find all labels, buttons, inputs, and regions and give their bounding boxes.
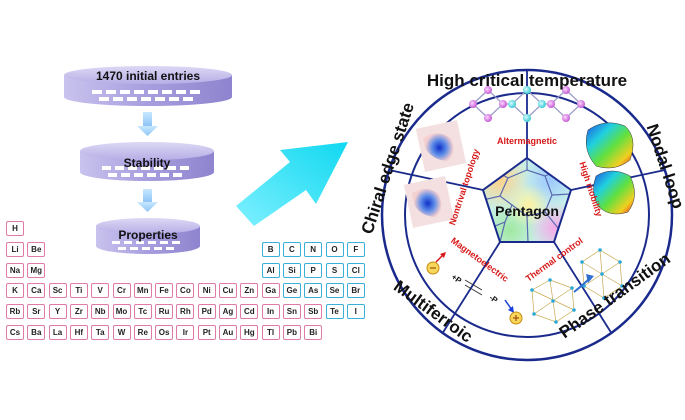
element-cell-cl: Cl [346, 262, 365, 278]
element-cell-y: Y [48, 304, 67, 320]
element-cell-n: N [304, 241, 323, 257]
element-cell-nb: Nb [91, 304, 110, 320]
element-cell-te: Te [325, 304, 344, 320]
element-cell-mo: Mo [112, 304, 131, 320]
element-cell-pd: Pd [197, 304, 216, 320]
element-cell-zr: Zr [69, 304, 88, 320]
element-cell-tc: Tc [133, 304, 152, 320]
funnel-disc-3 [96, 218, 200, 254]
topology-images [403, 120, 467, 228]
element-cell-ru: Ru [155, 304, 174, 320]
element-cell-sn: Sn [282, 304, 301, 320]
funnel-stage1-label: 1470 initial entries [96, 69, 200, 83]
funnel-arrow-shaft-1 [143, 112, 152, 126]
big-arrow [236, 142, 348, 226]
element-cell-ba: Ba [27, 325, 46, 340]
funnel-arrow-head-2 [137, 202, 158, 212]
funnel-disc-1 [64, 66, 232, 106]
element-cell-rh: Rh [176, 304, 195, 320]
funnel-arrow-shaft-2 [143, 189, 152, 202]
funnel-stage2-label: Stability [124, 156, 171, 170]
element-cell-be: Be [27, 241, 46, 257]
element-cell-si: Si [282, 262, 301, 278]
element-cell-f: F [346, 241, 365, 257]
element-cell-ge: Ge [282, 283, 301, 299]
multiferroic-switch [426, 252, 523, 325]
outer-label-high-critical-temperature: High critical temperature [427, 71, 627, 90]
element-cell-pt: Pt [197, 325, 216, 340]
element-cell-v: V [91, 283, 110, 299]
element-cell-b: B [261, 241, 280, 257]
element-cell-p: P [304, 262, 323, 278]
element-cell-rb: Rb [6, 304, 24, 320]
element-cell-pb: Pb [282, 325, 301, 340]
element-cell-sc: Sc [48, 283, 67, 299]
element-cell-ca: Ca [27, 283, 46, 299]
element-cell-hg: Hg [240, 325, 259, 340]
element-cell-re: Re [133, 325, 152, 340]
pentagon-label: Pentagon [495, 203, 559, 219]
element-cell-i: I [346, 304, 365, 320]
element-cell-w: W [112, 325, 131, 340]
element-cell-al: Al [261, 262, 280, 278]
element-cell-sr: Sr [27, 304, 46, 320]
element-cell-mg: Mg [27, 262, 46, 278]
element-cell-in: In [261, 304, 280, 320]
funnel-stage3-label: Properties [118, 228, 178, 242]
element-cell-ir: Ir [176, 325, 195, 340]
element-cell-cu: Cu [219, 283, 237, 299]
element-cell-fe: Fe [155, 283, 174, 299]
element-cell-co: Co [176, 283, 195, 299]
element-cell-li: Li [6, 241, 24, 257]
element-cell-as: As [304, 283, 323, 299]
element-cell-na: Na [6, 262, 24, 278]
element-cell-ni: Ni [197, 283, 216, 299]
element-cell-la: La [48, 325, 67, 340]
thermal-lattice-images [530, 248, 624, 324]
element-cell-cs: Cs [6, 325, 24, 340]
pentagon-outline [481, 156, 573, 243]
element-cell-tl: Tl [261, 325, 280, 340]
funnel-disc-2 [80, 142, 214, 181]
element-cell-ga: Ga [261, 283, 280, 299]
element-cell-zn: Zn [240, 283, 259, 299]
element-cell-s: S [325, 262, 344, 278]
altermagnetic-label: Altermagnetic [497, 136, 557, 146]
element-cell-mn: Mn [133, 283, 152, 299]
element-cell-os: Os [155, 325, 174, 340]
element-cell-cd: Cd [240, 304, 259, 320]
element-cell-au: Au [219, 325, 237, 340]
element-cell-sb: Sb [304, 304, 323, 320]
funnel-arrow-head-1 [137, 126, 158, 136]
band-surface-images [586, 122, 635, 215]
element-cell-ti: Ti [69, 283, 88, 299]
altermagnetic-lattice [469, 86, 585, 122]
element-cell-bi: Bi [304, 325, 323, 340]
element-cell-o: O [325, 241, 344, 257]
element-cell-cr: Cr [112, 283, 131, 299]
element-cell-se: Se [325, 283, 344, 299]
element-cell-ta: Ta [91, 325, 110, 340]
element-cell-ag: Ag [219, 304, 237, 320]
element-cell-k: K [6, 283, 24, 299]
element-cell-c: C [282, 241, 301, 257]
element-cell-hf: Hf [69, 325, 88, 340]
element-cell-h: H [6, 221, 24, 236]
element-cell-br: Br [346, 283, 365, 299]
